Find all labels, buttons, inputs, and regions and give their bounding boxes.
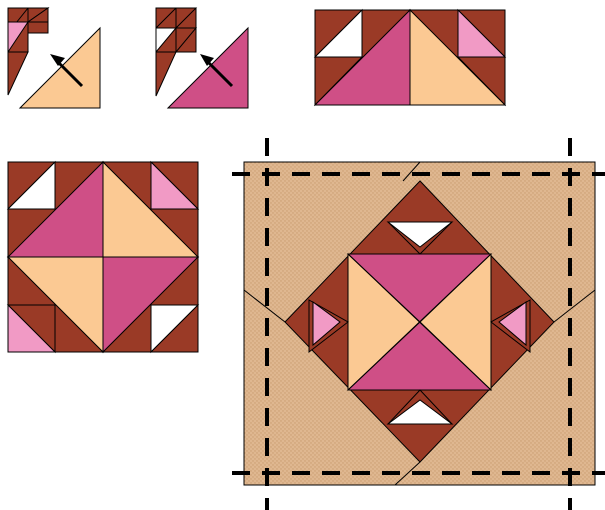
flying-geese-strip [315, 10, 505, 105]
hst-unit-pink [156, 8, 248, 108]
center-block [8, 162, 198, 352]
finished-block [232, 138, 605, 510]
